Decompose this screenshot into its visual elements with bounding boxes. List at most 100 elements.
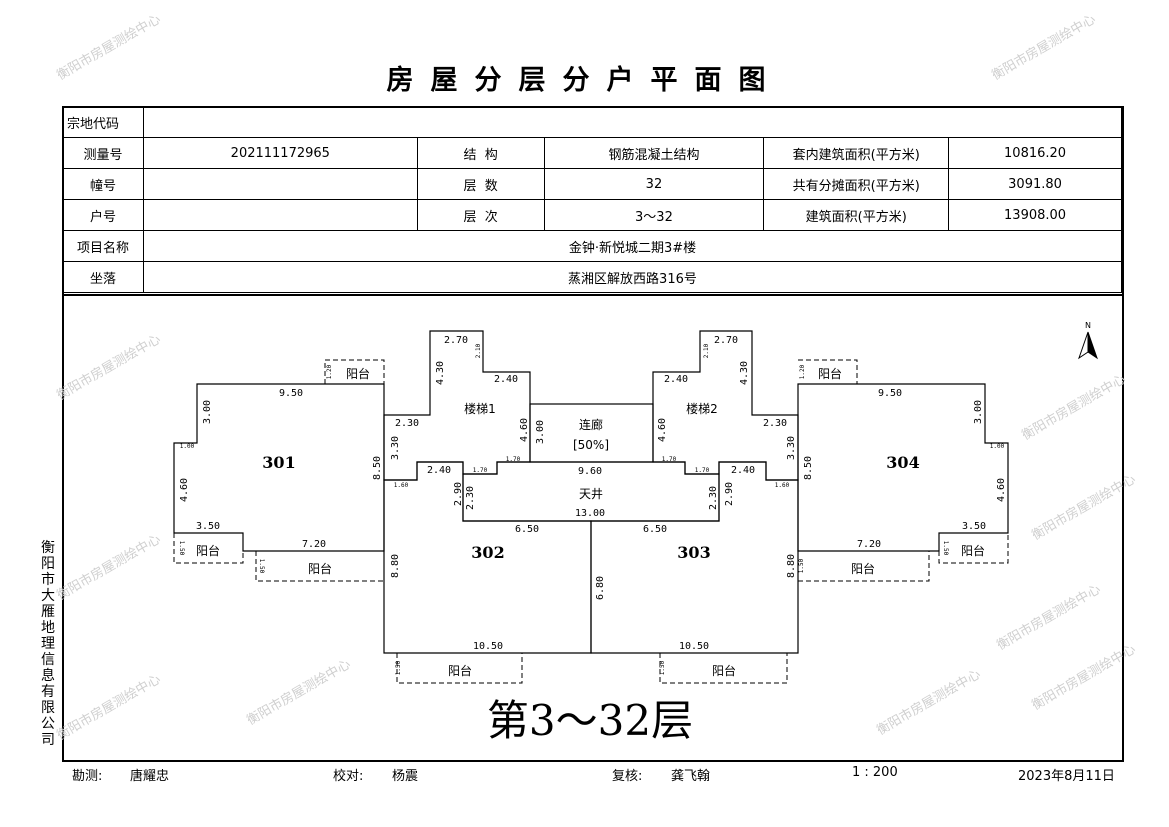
dim-label: 6.80 (595, 576, 606, 600)
balcony-outline (659, 653, 788, 684)
location-value: 蒸湘区解放西路316号 (142, 261, 1123, 293)
watermark: 衡阳市房屋测绘中心 (244, 656, 353, 728)
corridor-outline (529, 403, 654, 463)
dim-label: 4.60 (657, 418, 668, 442)
balcony-outline (798, 359, 858, 384)
building-no-value (142, 168, 418, 200)
dim-label: 2.90 (453, 482, 464, 506)
dim-label: 4.30 (435, 361, 446, 385)
floors-value: 32 (543, 168, 765, 200)
dim-label: 2.30 (465, 486, 476, 510)
dim-label: 2.30 (395, 418, 419, 429)
checker-name: 杨震 (392, 769, 419, 784)
dim-label: 9.50 (878, 388, 902, 399)
room-label-303: 303 (677, 543, 710, 562)
watermarks: 衡阳市房屋测绘中心 衡阳市房屋测绘中心 衡阳市房屋测绘中心 衡阳市房屋测绘中心 … (54, 11, 1138, 743)
surveyor-label: 勘测: (72, 769, 103, 784)
floors-label: 层 数 (416, 168, 545, 200)
watermark: 衡阳市房屋测绘中心 (54, 331, 163, 403)
dim-label: 1.60 (394, 482, 409, 489)
dim-label: 2.90 (724, 482, 735, 506)
watermark: 衡阳市房屋测绘中心 (874, 666, 983, 738)
page-title: 房屋分层分户平面图 (386, 65, 783, 96)
balcony-label: 阳台 (961, 543, 985, 558)
dim-label: 10.50 (473, 641, 503, 652)
dimension-labels: 9.50 3.00 4.60 3.50 7.20 8.50 3.30 2.30 … (179, 335, 1007, 652)
dim-label: 3.00 (535, 420, 546, 444)
balcony-outline (324, 359, 385, 384)
dim-label: 4.30 (739, 361, 750, 385)
dim-label: 4.60 (519, 418, 530, 442)
dim-label: 2.70 (714, 335, 738, 346)
dim-label: 8.50 (803, 456, 814, 480)
dim-label: 6.50 (643, 524, 667, 535)
unit-no-value (142, 199, 418, 231)
watermark: 衡阳市房屋测绘中心 (1029, 641, 1138, 713)
balcony-outline (255, 551, 384, 582)
north-arrow-icon (1078, 331, 1089, 360)
balcony-label: 阳台 (712, 663, 736, 678)
dim-label: 1.60 (775, 482, 790, 489)
dim-label: 2.40 (664, 374, 688, 385)
watermark: 衡阳市房屋测绘中心 (989, 11, 1098, 83)
watermark: 衡阳市房屋测绘中心 (1019, 371, 1128, 443)
date: 2023年8月11日 (1018, 769, 1115, 784)
stairs-2-label: 楼梯2 (686, 401, 718, 416)
balcony-outline (173, 533, 244, 564)
stairs-1-label: 楼梯1 (464, 401, 496, 416)
floor-title: 第3～32层 (487, 696, 693, 745)
balcony-label: 阳台 (346, 366, 370, 381)
dim-label: 2.40 (427, 465, 451, 476)
room-label-301: 301 (262, 453, 295, 472)
dim-label: 8.80 (390, 554, 401, 578)
dim-label: 9.60 (578, 466, 602, 477)
watermark: 衡阳市房屋测绘中心 (994, 581, 1103, 653)
corridor-share-label: [50%] (573, 438, 609, 452)
dim-label: 3.00 (973, 400, 984, 424)
frame-divider (62, 294, 1122, 296)
dim-label: 3.30 (390, 436, 401, 460)
balcony-label: 阳台 (818, 366, 842, 381)
north-arrow: N (1078, 321, 1098, 360)
balconies (173, 359, 1009, 684)
scale: 1 : 200 (852, 765, 898, 780)
dim-label: 8.50 (372, 456, 383, 480)
reviewer-label: 复核: (612, 769, 643, 784)
dim-label: 1.50 (659, 660, 666, 675)
reviewer-name: 龚飞翰 (671, 769, 711, 784)
watermark: 衡阳市房屋测绘中心 (54, 11, 163, 83)
dim-label: 3.00 (202, 400, 213, 424)
dim-label: 9.50 (279, 388, 303, 399)
watermark: 衡阳市房屋测绘中心 (54, 671, 163, 743)
company-name: 衡阳市大雁地理信息有限公司 (41, 540, 55, 748)
dim-label: 2.40 (494, 374, 518, 385)
dim-label: 2.70 (444, 335, 468, 346)
dim-label: 1.50 (942, 541, 949, 556)
corridor-label: 连廊 (579, 417, 603, 432)
dim-label: 4.60 (996, 478, 1007, 502)
dim-label: 3.50 (962, 521, 986, 532)
balcony-label: 阳台 (308, 561, 332, 576)
balcony-label: 阳台 (448, 663, 472, 678)
inner-area-label: 套内建筑面积(平方米) (763, 137, 950, 169)
dim-label: 1.00 (180, 443, 195, 450)
building-area-value: 13908.00 (948, 199, 1122, 231)
dim-label: 1.20 (326, 364, 333, 379)
structure-value: 钢筋混凝土结构 (543, 137, 765, 169)
dim-label: 2.30 (763, 418, 787, 429)
dim-label: 1.70 (473, 467, 488, 474)
dim-label: 7.20 (302, 539, 326, 550)
balcony-label: 阳台 (851, 561, 875, 576)
dim-label: 10.50 (679, 641, 709, 652)
unit-302-outline (383, 461, 592, 654)
dim-label: 1.50 (258, 559, 265, 574)
parcel-code-label: 宗地代码 (62, 106, 144, 138)
dim-label: 2.10 (475, 343, 482, 358)
shared-area-label: 共有分摊面积(平方米) (763, 168, 950, 200)
dim-label: 4.60 (179, 478, 190, 502)
room-label-302: 302 (471, 543, 504, 562)
dim-label: 8.80 (786, 554, 797, 578)
dim-label: 2.10 (703, 343, 710, 358)
